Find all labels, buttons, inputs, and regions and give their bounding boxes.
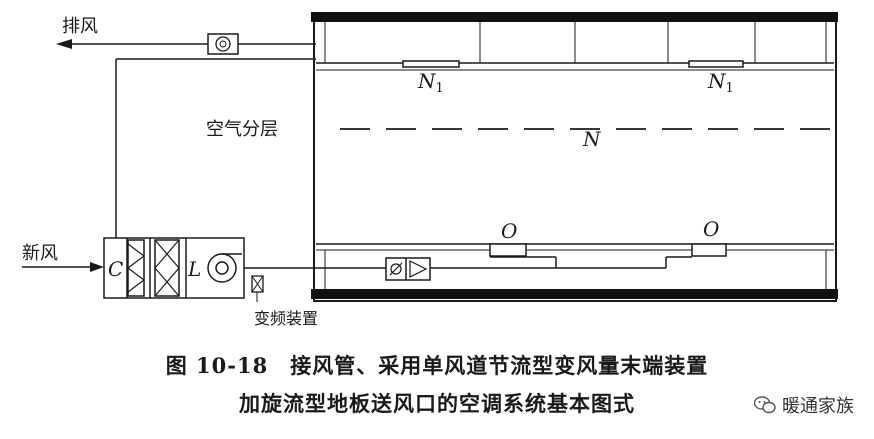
fresh-air-arrow — [90, 262, 104, 272]
vav-terminal-icon — [385, 257, 431, 281]
watermark-text: 暖通家族 — [782, 396, 854, 417]
floor-diffuser-right — [691, 243, 727, 257]
supply-fan-icon — [207, 253, 242, 283]
hvac-system-diagram: 排风 新风 空气分层 变频装置 N1 N1 N O O C L — [22, 12, 838, 328]
supply-duct — [244, 256, 692, 269]
exhaust-duct — [70, 43, 316, 238]
floor-slab — [311, 289, 838, 299]
fresh-air-label: 新风 — [22, 243, 58, 264]
exhaust-label: 排风 — [62, 16, 98, 37]
n1-left-label: N1 — [417, 69, 444, 96]
l-label: L — [187, 257, 201, 281]
caption-line-1: 图 10-18 接风管、采用单风道节流型变风量末端装置 — [165, 353, 709, 378]
air-layer-label: 空气分层 — [206, 119, 278, 140]
floor-diffuser-left — [489, 243, 527, 257]
caption-line-2: 加旋流型地板送风口的空调系统基本图式 — [239, 391, 635, 416]
exhaust-fan-icon — [207, 33, 239, 55]
watermark: 暖通家族 — [754, 392, 854, 418]
air-handling-unit — [103, 237, 245, 299]
wechat-icon — [754, 396, 776, 414]
exhaust-arrow — [56, 39, 72, 49]
exhaust-inlet-right — [688, 60, 744, 68]
vfd-icon — [251, 275, 264, 302]
exhaust-inlet-left — [402, 60, 460, 68]
n-label: N — [582, 127, 602, 151]
n1-right-label: N1 — [707, 69, 734, 96]
o-right-label: O — [703, 217, 719, 241]
o-left-label: O — [501, 219, 517, 243]
c-label: C — [108, 257, 123, 281]
ceiling-slab — [311, 12, 838, 22]
vfd-label: 变频装置 — [254, 309, 318, 328]
